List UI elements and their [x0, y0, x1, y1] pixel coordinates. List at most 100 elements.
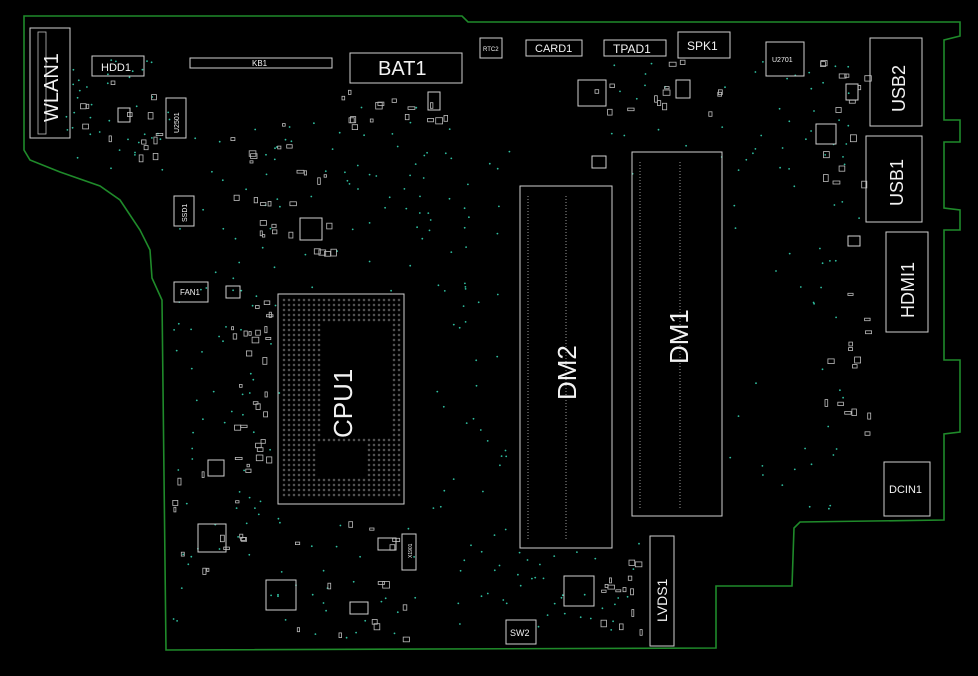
cpu-ball: [352, 298, 356, 302]
via: [232, 289, 235, 292]
cpu-ball: [372, 443, 376, 447]
cpu-ball: [307, 443, 311, 447]
dcin-connector[interactable]: [883, 461, 931, 517]
via: [650, 62, 653, 65]
cpu-ball: [302, 353, 306, 357]
smd-pad: [627, 107, 635, 112]
cpu-ball: [282, 473, 286, 477]
smd-pad: [857, 85, 862, 91]
ic-chip[interactable]: [563, 575, 595, 607]
cpu-ball: [292, 418, 296, 422]
ic-chip[interactable]: [377, 537, 397, 551]
via: [437, 284, 440, 287]
ic-chip[interactable]: [265, 579, 297, 611]
ic-chip[interactable]: [675, 79, 691, 99]
ic-chip[interactable]: [815, 123, 837, 145]
lvds-connector[interactable]: [649, 535, 675, 647]
cpu-ball: [362, 483, 366, 487]
cpu-ball: [307, 308, 311, 312]
ic-chip[interactable]: [207, 459, 225, 477]
cpu-ball: [317, 298, 321, 302]
cpu-socket[interactable]: [277, 293, 405, 505]
cpu-ball: [392, 358, 396, 362]
via: [810, 130, 812, 132]
tpad-connector[interactable]: [603, 39, 667, 57]
cpu-ball: [282, 448, 286, 452]
cpu-ball: [297, 388, 301, 392]
hdd-connector[interactable]: [91, 55, 145, 77]
usb2-connector[interactable]: [869, 37, 923, 127]
cpu-ball: [307, 473, 311, 477]
cpu-ball: [397, 493, 401, 497]
cpu-ball: [292, 483, 296, 487]
dcin-label: DCIN1: [889, 484, 922, 496]
via: [222, 227, 225, 230]
cpu-ball: [307, 428, 311, 432]
ic-chip[interactable]: [847, 235, 861, 247]
u2501-chip[interactable]: [165, 97, 187, 139]
via: [232, 277, 235, 280]
bat-connector[interactable]: [349, 52, 463, 84]
wlan-connector[interactable]: [29, 27, 71, 139]
via: [821, 368, 824, 371]
cpu-ball: [282, 353, 286, 357]
ic-chip[interactable]: [577, 79, 607, 107]
cpu-ball: [287, 393, 291, 397]
rtc-battery[interactable]: [479, 37, 503, 59]
cpu-ball: [317, 433, 321, 437]
spk-connector[interactable]: [677, 31, 731, 59]
fan-connector[interactable]: [173, 281, 209, 303]
smd-pad: [202, 567, 207, 575]
smd-pad: [867, 412, 872, 420]
cpu-ball: [392, 413, 396, 417]
via: [458, 326, 461, 329]
sw2-switch[interactable]: [505, 619, 537, 645]
via: [623, 134, 626, 137]
cpu-ball: [377, 303, 381, 307]
via: [324, 170, 327, 173]
via: [500, 455, 503, 457]
dm1-slot[interactable]: [631, 151, 723, 517]
sw2-label: SW2: [510, 628, 530, 638]
hdmi-connector[interactable]: [885, 231, 929, 333]
ic-chip[interactable]: [845, 83, 859, 101]
cpu-ball: [292, 353, 296, 357]
cpu-ball: [282, 303, 286, 307]
cpu-ball: [397, 323, 401, 327]
dm2-slot[interactable]: [519, 185, 613, 549]
cpu-ball: [312, 323, 316, 327]
usb1-label: USB1: [887, 159, 907, 206]
smd-pad: [369, 527, 375, 531]
smd-pad: [619, 623, 624, 631]
via: [218, 548, 221, 550]
ic-chip[interactable]: [591, 155, 607, 169]
ic-chip[interactable]: [299, 217, 323, 241]
cpu-ball: [287, 308, 291, 312]
usb1-connector[interactable]: [865, 135, 923, 223]
u2701-chip[interactable]: [765, 41, 805, 77]
kb-connector[interactable]: [189, 57, 333, 69]
via: [251, 304, 254, 307]
cpu-ball: [382, 453, 386, 457]
ic-chip[interactable]: [225, 285, 241, 299]
ic-chip[interactable]: [427, 91, 441, 111]
ic-chip[interactable]: [197, 523, 227, 553]
via: [314, 633, 317, 635]
cpu-ball: [327, 298, 331, 302]
via: [202, 418, 204, 421]
cpu-ball: [317, 428, 321, 432]
ic-chip[interactable]: [117, 107, 131, 123]
via: [432, 507, 435, 509]
x1901-crystal[interactable]: [401, 533, 417, 571]
via: [553, 555, 556, 557]
via: [579, 616, 582, 619]
smd-pad: [296, 627, 300, 633]
cpu-ball: [377, 438, 381, 442]
ic-chip[interactable]: [349, 601, 369, 615]
via: [222, 340, 224, 343]
via: [172, 618, 175, 620]
cpu-ball: [392, 313, 396, 317]
via: [274, 304, 277, 307]
ssd-connector[interactable]: [173, 195, 195, 227]
card-connector[interactable]: [525, 39, 583, 57]
